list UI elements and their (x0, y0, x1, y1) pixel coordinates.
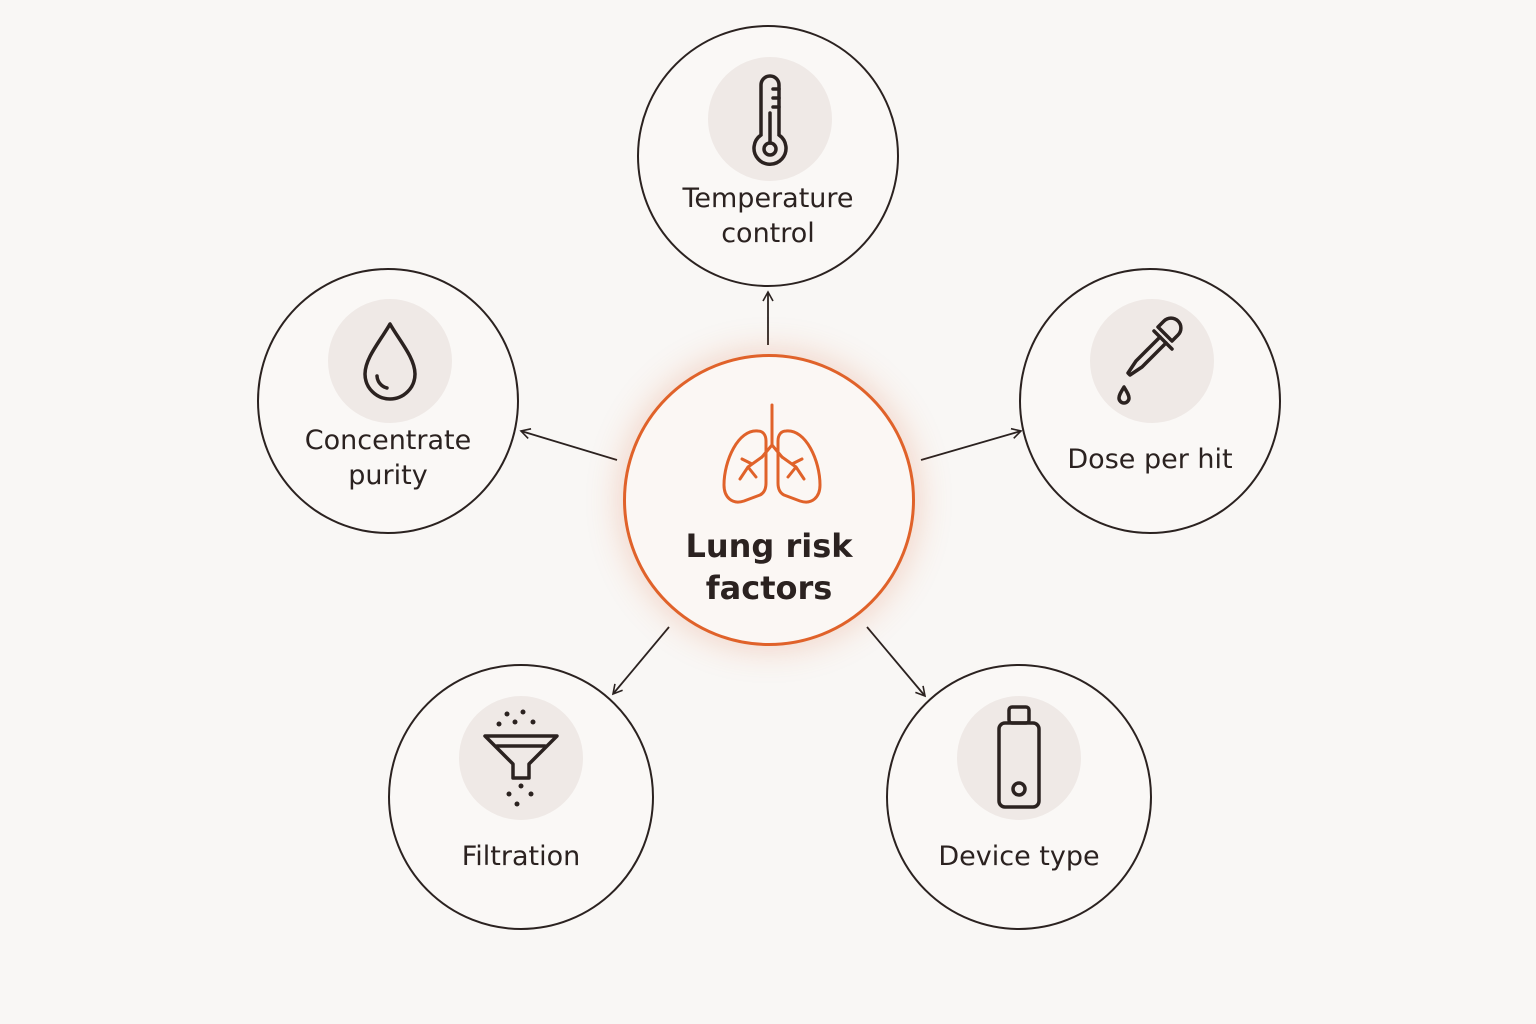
filtration-icon-circle (459, 696, 583, 820)
vape-device-icon (997, 705, 1041, 809)
droplet-icon (363, 322, 417, 401)
concentrate-icon-circle (328, 299, 452, 423)
dose-icon-circle (1090, 299, 1214, 423)
arrow-to-dose (920, 427, 1023, 461)
center-label: Lung risk factors (685, 527, 853, 607)
temperature-control-label: Temperature control (682, 183, 854, 249)
dropper-icon (1117, 316, 1183, 405)
temperature-icon-circle (708, 57, 832, 181)
device-icon-circle (957, 696, 1081, 820)
lungs-icon (722, 403, 822, 504)
arrow-to-filtration (611, 626, 670, 696)
lung-risk-factors-center: Lung risk factors (623, 354, 915, 646)
temperature-control-node: Temperature control (637, 25, 899, 287)
thermometer-icon (752, 74, 788, 166)
concentrate-purity-node: Concentrate purity (257, 268, 519, 534)
concentrate-purity-label: Concentrate purity (304, 425, 472, 491)
arrow-to-concentrate (519, 428, 618, 461)
filtration-node: Filtration (388, 664, 654, 930)
filtration-label: Filtration (461, 841, 581, 872)
dose-per-hit-node: Dose per hit (1019, 268, 1281, 534)
device-type-node: Device type (886, 664, 1152, 930)
device-type-label: Device type (938, 841, 1100, 872)
dose-per-hit-label: Dose per hit (1067, 444, 1233, 475)
arrow-to-device (866, 626, 927, 698)
funnel-icon (483, 709, 559, 807)
